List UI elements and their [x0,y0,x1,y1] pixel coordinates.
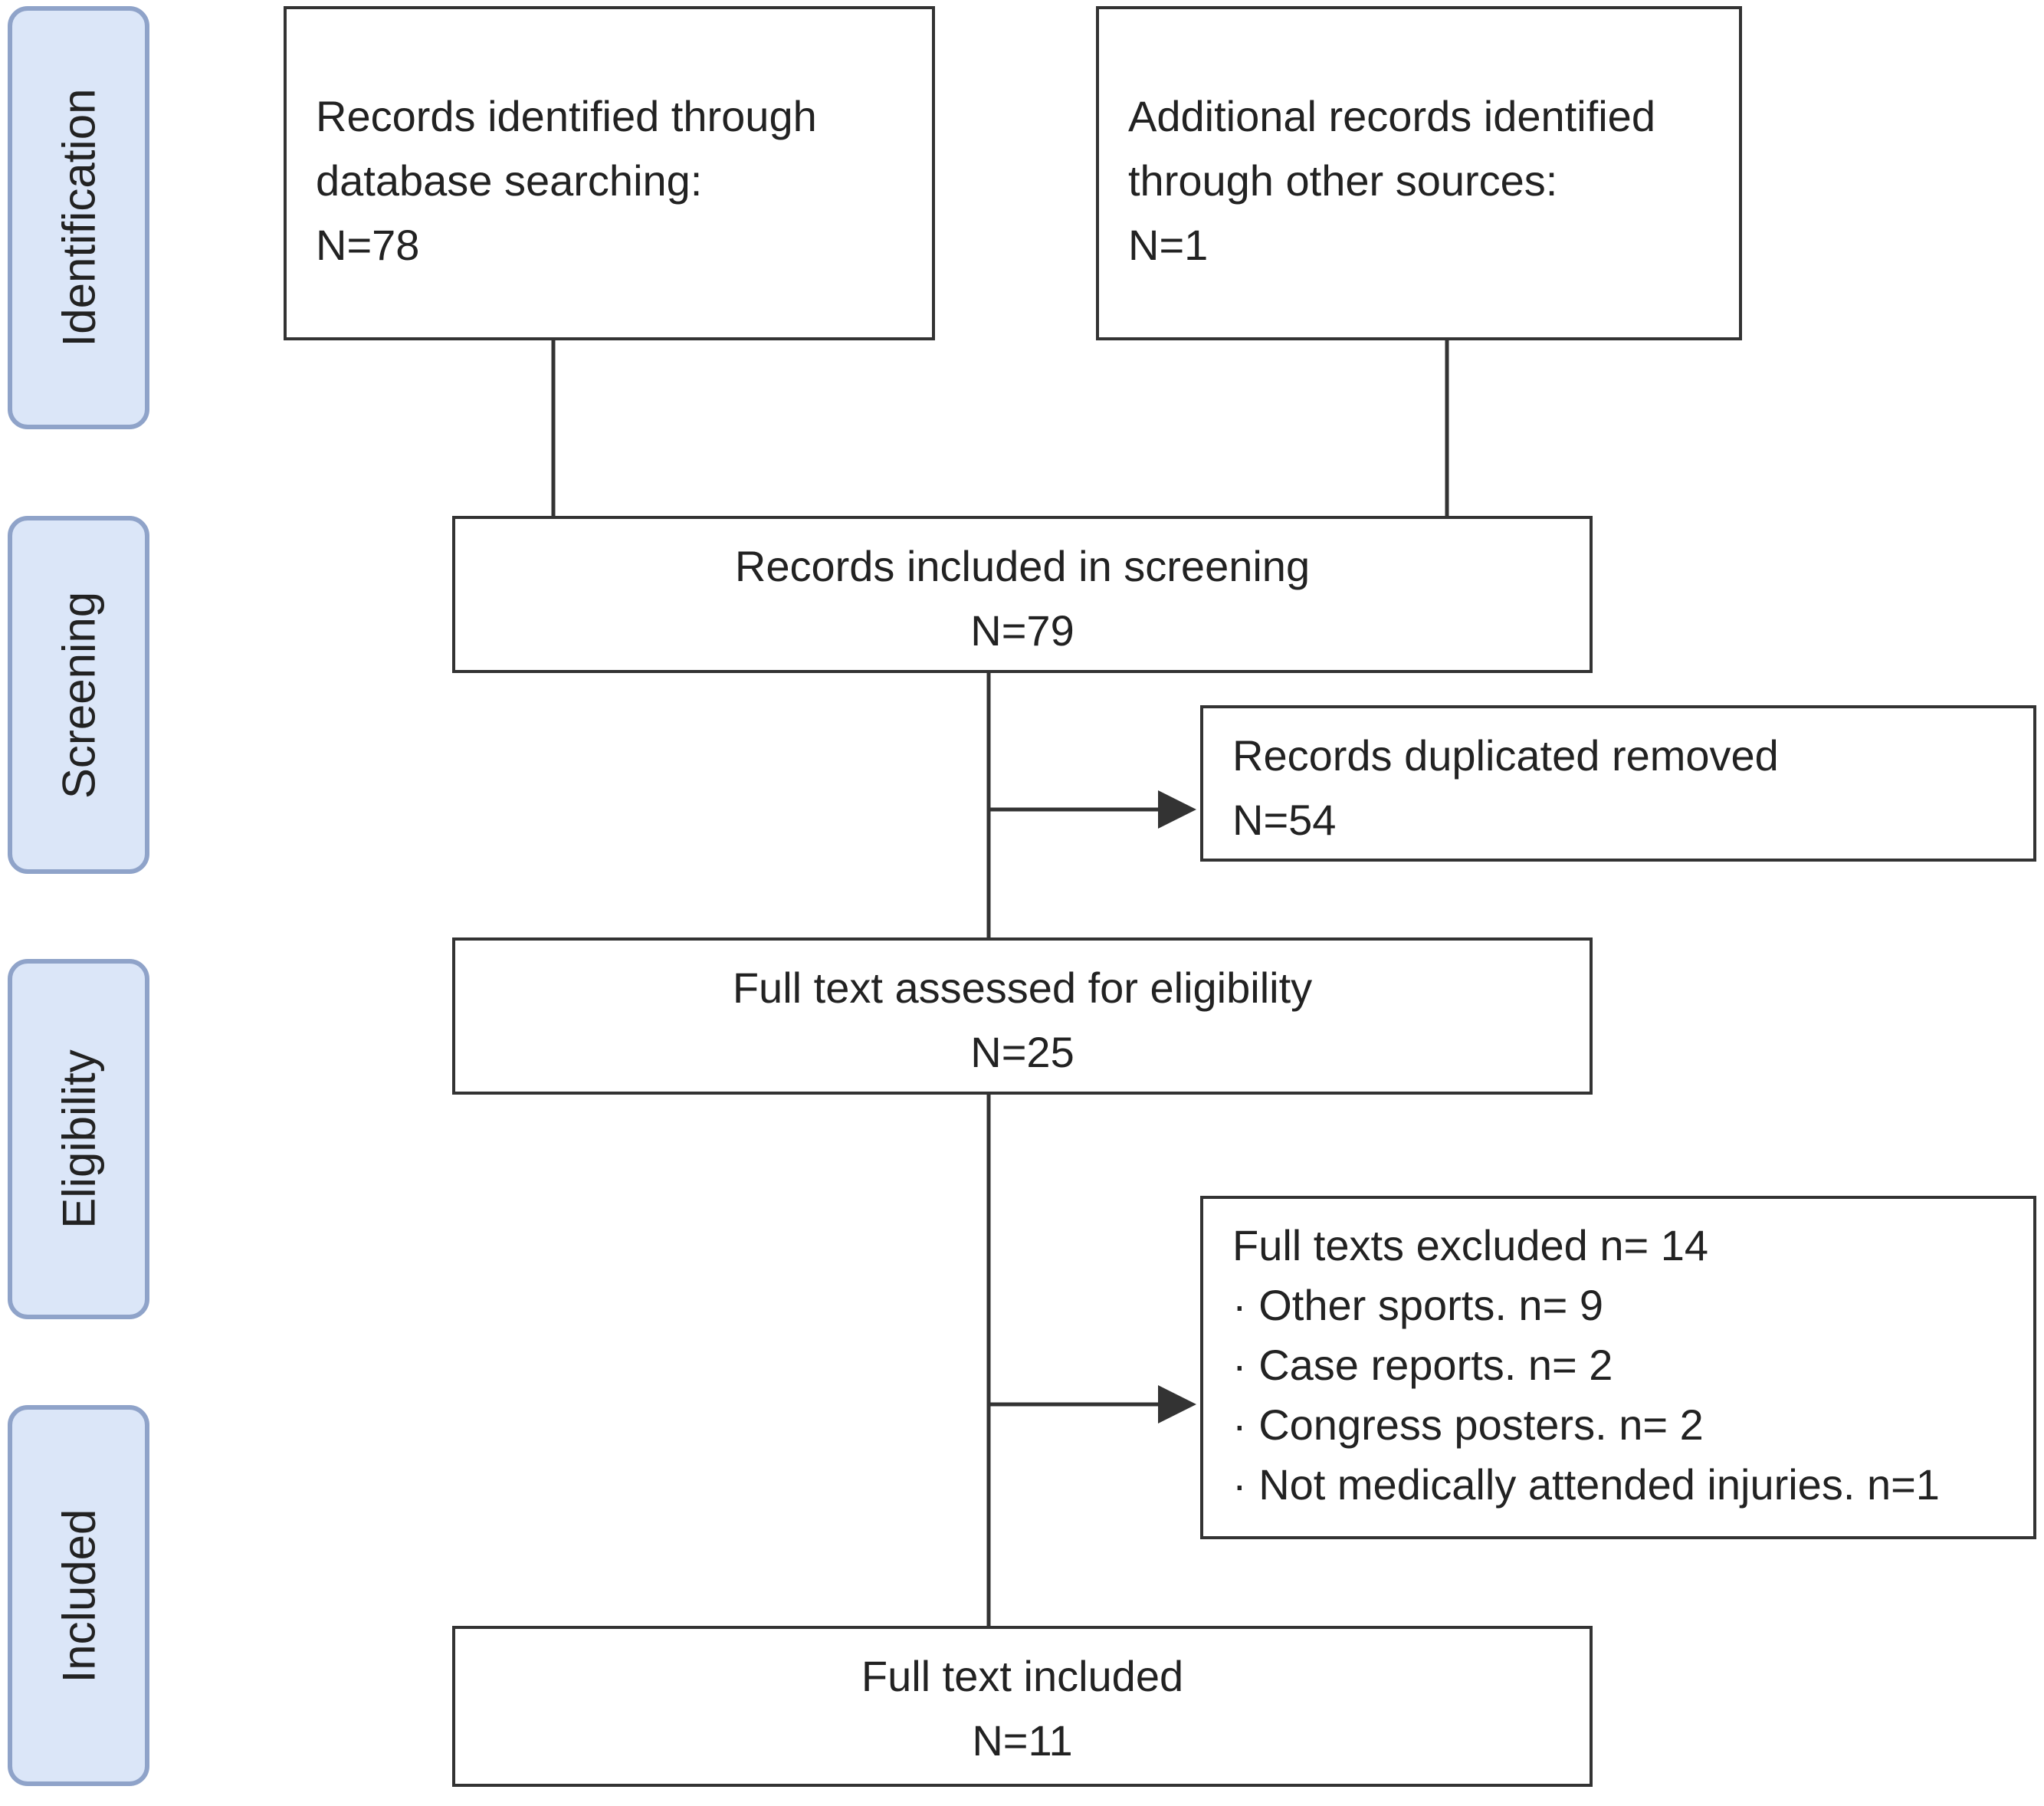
included-count: N=11 [972,1716,1073,1765]
box-duplicates-removed: Records duplicated removed N=54 [1200,705,2036,862]
box-database-records: Records identified through database sear… [284,6,935,340]
duplicates-count: N=54 [1232,796,1337,844]
stage-screening: Screening [8,516,149,874]
stage-eligibility: Eligibility [8,959,149,1319]
stage-included: Included [8,1405,149,1786]
other-count: N=1 [1128,221,1209,269]
stage-identification: Identification [8,6,149,429]
screening-count: N=79 [970,606,1074,655]
fulltext-count: N=25 [970,1028,1074,1076]
box-screening: Records included in screening N=79 [452,516,1593,673]
excluded-item: · Congress posters. n= 2 [1232,1400,1704,1449]
other-line2: through other sources: [1128,156,1558,205]
box-fulltext-assessed: Full text assessed for eligibility N=25 [452,937,1593,1095]
duplicates-label: Records duplicated removed [1232,731,1779,780]
box-fulltexts-excluded: Full texts excluded n= 14 · Other sports… [1200,1196,2036,1539]
excluded-title: Full texts excluded n= 14 [1232,1221,1709,1269]
included-label: Full text included [861,1652,1184,1700]
excluded-item: · Not medically attended injuries. n=1 [1232,1460,1940,1509]
database-line2: database searching: [316,156,703,205]
other-line1: Additional records identified [1128,92,1655,140]
database-count: N=78 [316,221,420,269]
screening-label: Records included in screening [734,542,1311,590]
database-line1: Records identified through [316,92,817,140]
fulltext-label: Full text assessed for eligibility [732,964,1313,1012]
excluded-item: · Other sports. n= 9 [1232,1281,1603,1329]
box-fulltext-included: Full text included N=11 [452,1626,1593,1787]
box-other-sources: Additional records identified through ot… [1096,6,1742,340]
excluded-item: · Case reports. n= 2 [1232,1341,1613,1389]
